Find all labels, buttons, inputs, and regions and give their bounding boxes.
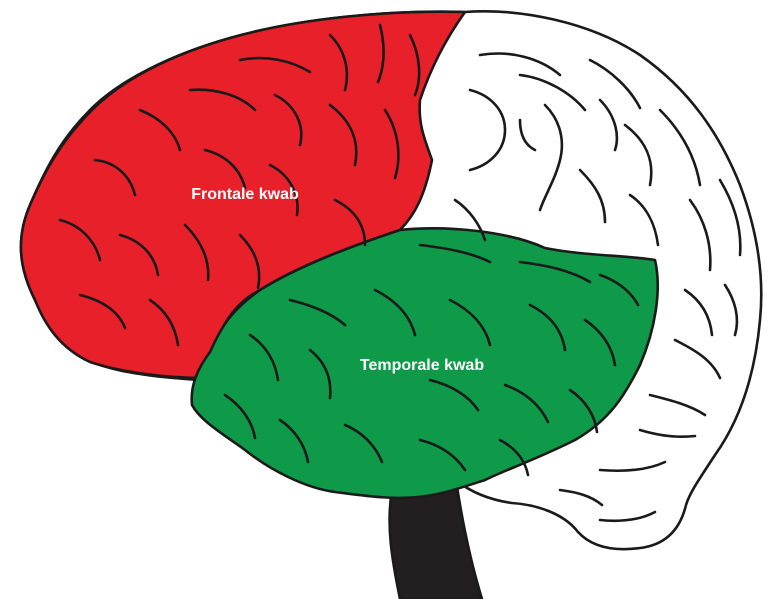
frontal-lobe-label: Frontale kwab	[191, 186, 299, 203]
temporal-lobe-label: Temporale kwab	[360, 357, 484, 374]
